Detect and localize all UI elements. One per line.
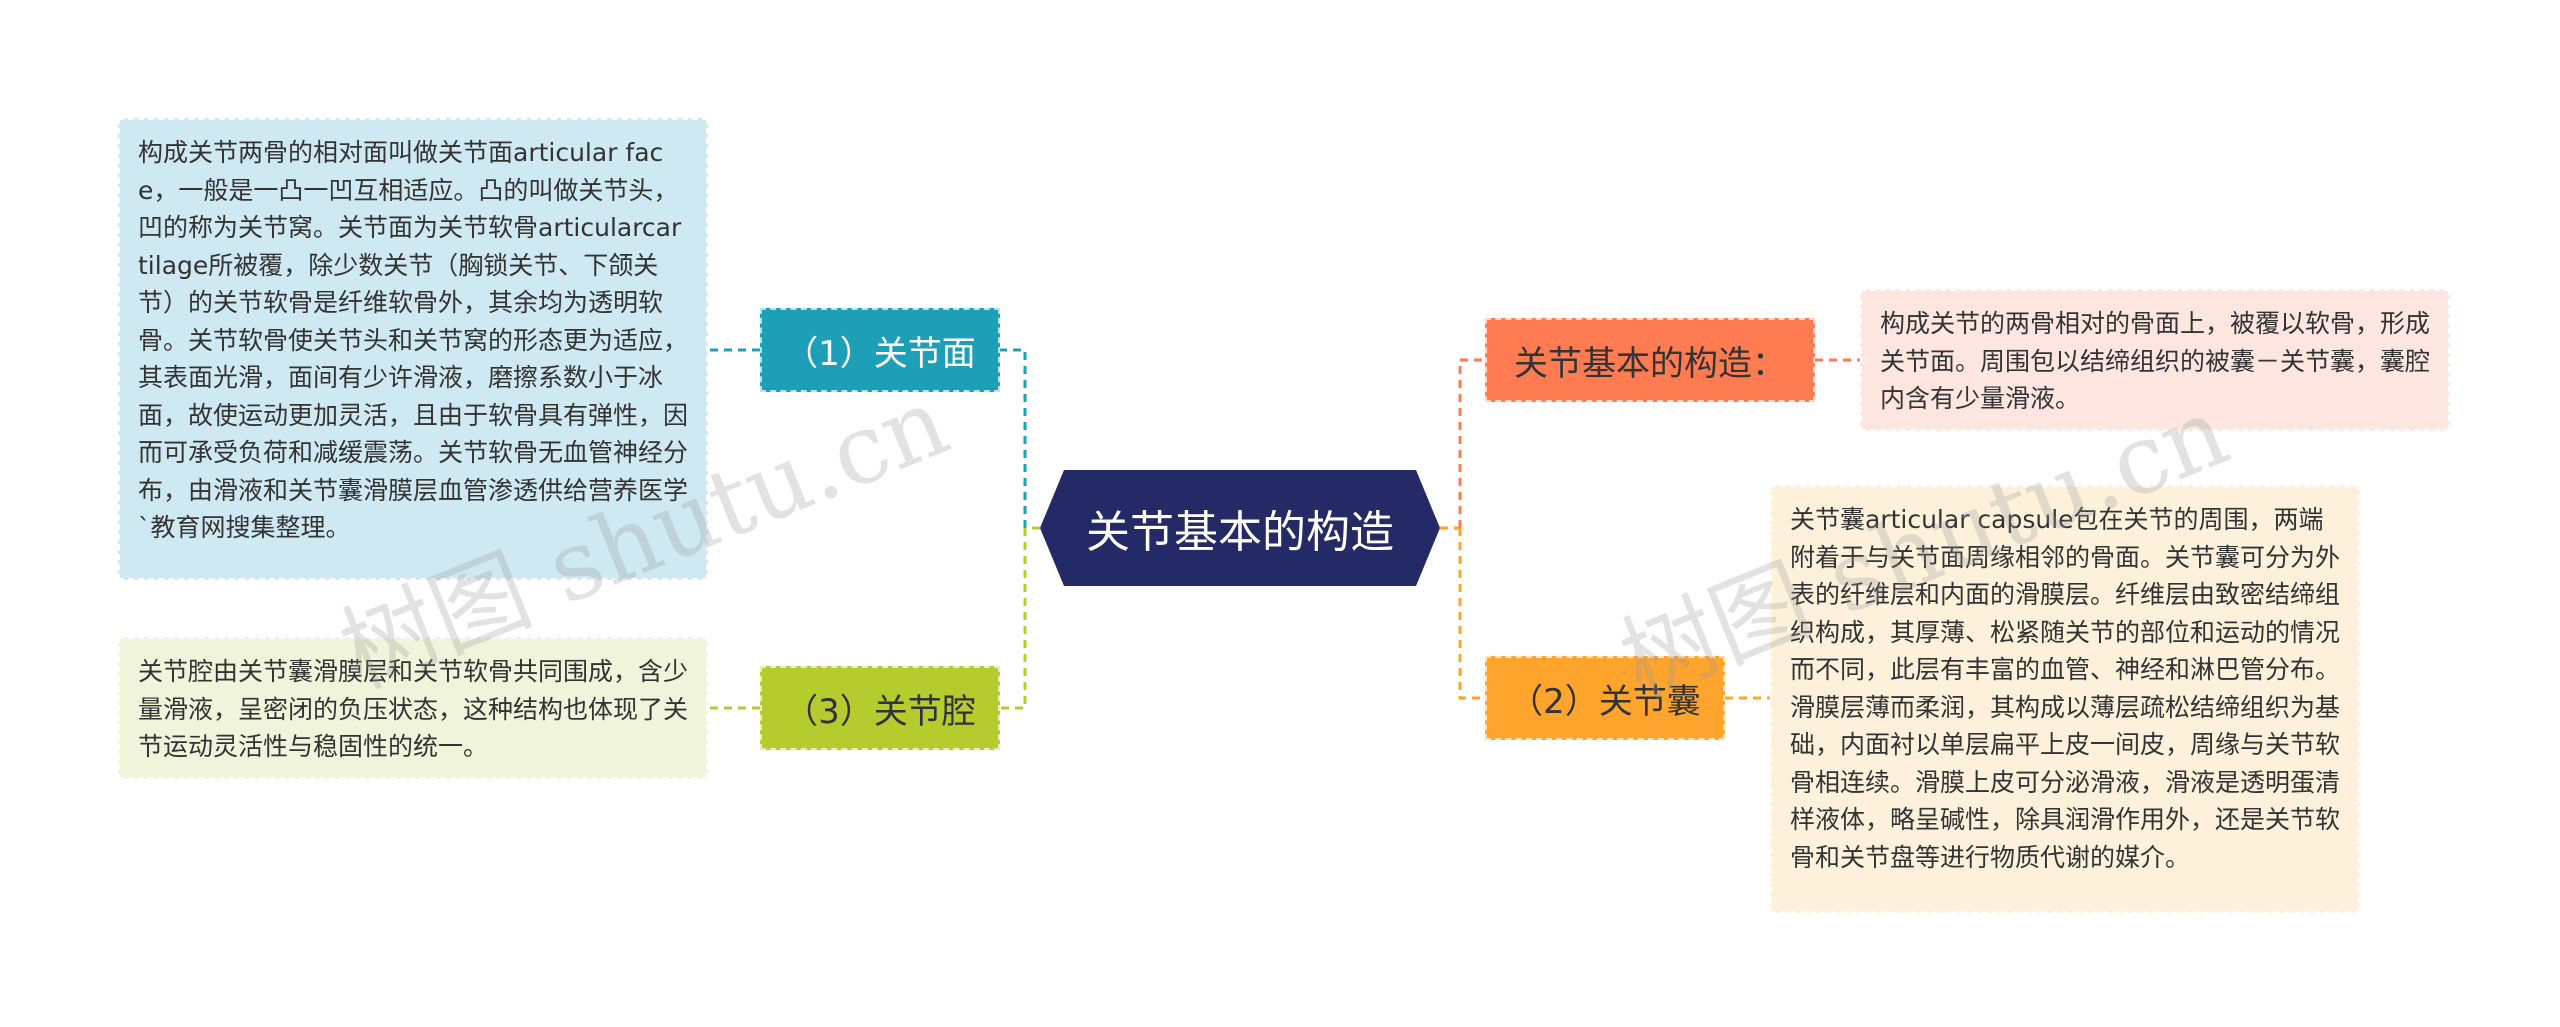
branch-articular-capsule-label: （2）关节囊 (1509, 681, 1701, 722)
connector-to-articular-capsule (1458, 528, 1485, 700)
branch-articular-cavity-label: （3）关节腔 (784, 691, 976, 732)
branch-articular-surface-label: （1）关节面 (784, 333, 976, 374)
branch-basic-structure-label: 关节基本的构造： (1514, 343, 1786, 384)
connector-to-articular-cavity (1000, 528, 1027, 710)
branch-basic-structure[interactable]: 关节基本的构造： (1485, 318, 1815, 402)
branch-articular-cavity[interactable]: （3）关节腔 (760, 666, 1000, 750)
detail-articular-capsule[interactable]: 关节囊articular capsule包在关节的周围，两端附着于与关节面周缘相… (1770, 485, 2360, 913)
branch-articular-surface[interactable]: （1）关节面 (760, 308, 1000, 392)
central-topic[interactable]: 关节基本的构造 (1040, 470, 1440, 586)
branch-articular-capsule[interactable]: （2）关节囊 (1485, 656, 1725, 740)
detail-articular-surface[interactable]: 构成关节两骨的相对面叫做关节面articular face，一般是一凸一凹互相适… (118, 118, 708, 580)
detail-basic-structure[interactable]: 构成关节的两骨相对的骨面上，被覆以软骨，形成关节面。周围包以结缔组织的被囊－关节… (1860, 289, 2450, 431)
detail-articular-cavity[interactable]: 关节腔由关节囊滑膜层和关节软骨共同围成，含少量滑液，呈密闭的负压状态，这种结构也… (118, 637, 708, 779)
connector-to-basic-structure (1458, 358, 1485, 528)
central-topic-label: 关节基本的构造 (1086, 507, 1394, 558)
connector-to-articular-surface (1000, 348, 1027, 528)
